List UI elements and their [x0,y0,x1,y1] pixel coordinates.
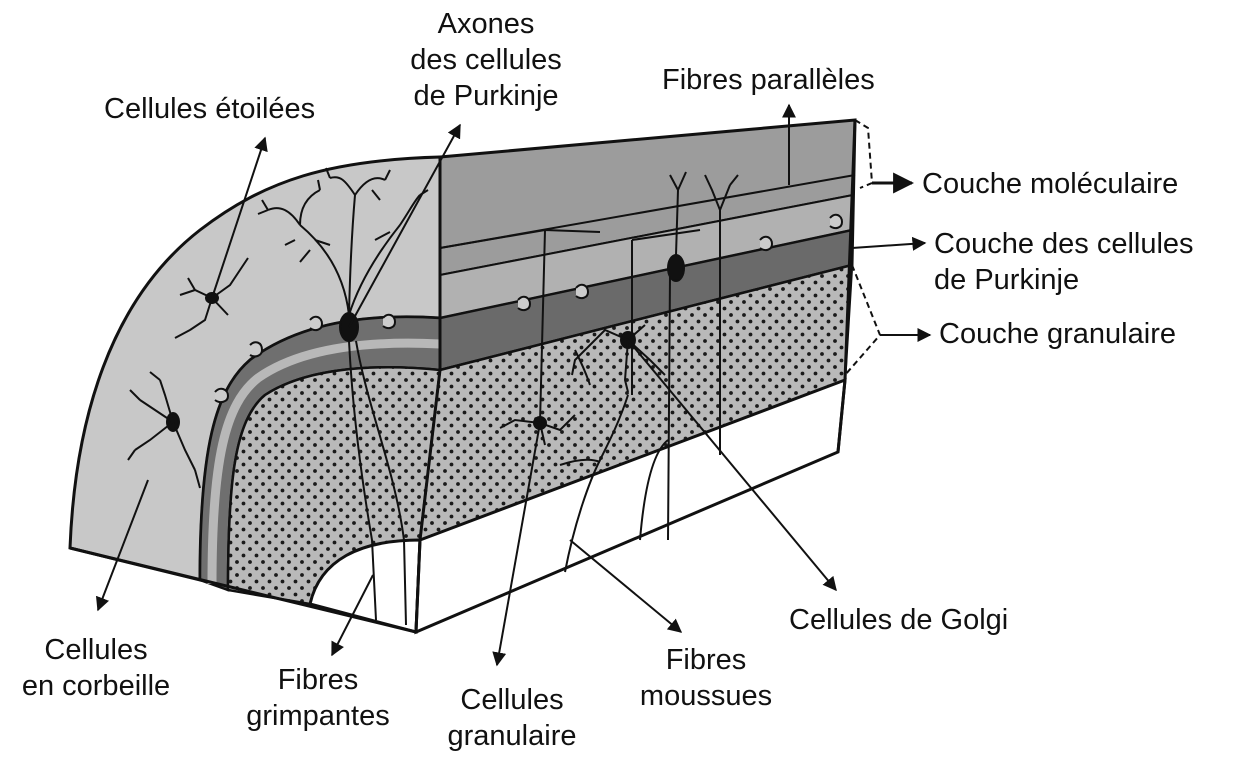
label-cellules-etoilees: Cellules étoilées [104,91,315,127]
label-granulaire-cells-line2: granulaire [448,718,577,754]
label-couche-purkinje: Couche des cellules de Purkinje [934,226,1194,298]
label-corbeille-line2: en corbeille [22,668,170,704]
label-couche-moleculaire: Couche moléculaire [922,166,1178,202]
label-fibres-paralleles: Fibres parallèles [662,62,875,98]
pointer-moussues [570,540,681,632]
curved-cortex-block [70,157,440,632]
label-couche-granulaire: Couche granulaire [939,316,1176,352]
label-couche-purkinje-line1: Couche des cellules [934,226,1194,262]
label-cellules-granulaire: Cellules granulaire [448,682,577,754]
label-axones-line3: de Purkinje [410,78,562,114]
label-fibres-moussues: Fibres moussues [640,642,772,714]
pointer-purkinje-layer [852,243,925,248]
label-grimpantes-line2: grimpantes [246,698,389,734]
label-corbeille-line1: Cellules [22,632,170,668]
label-fibres-grimpantes: Fibres grimpantes [246,662,389,734]
label-moussues-line2: moussues [640,678,772,714]
label-grimpantes-line1: Fibres [246,662,389,698]
bracket-moleculaire [855,120,872,188]
label-couche-purkinje-line2: de Purkinje [934,262,1194,298]
straight-cortex-block [416,120,855,632]
label-axones-line2: des cellules [410,42,562,78]
label-cellules-golgi: Cellules de Golgi [789,602,1008,638]
label-granulaire-cells-line1: Cellules [448,682,577,718]
label-cellules-corbeille: Cellules en corbeille [22,632,170,704]
label-axones-line1: Axones [410,6,562,42]
label-moussues-line1: Fibres [640,642,772,678]
label-axones-purkinje: Axones des cellules de Purkinje [410,6,562,114]
